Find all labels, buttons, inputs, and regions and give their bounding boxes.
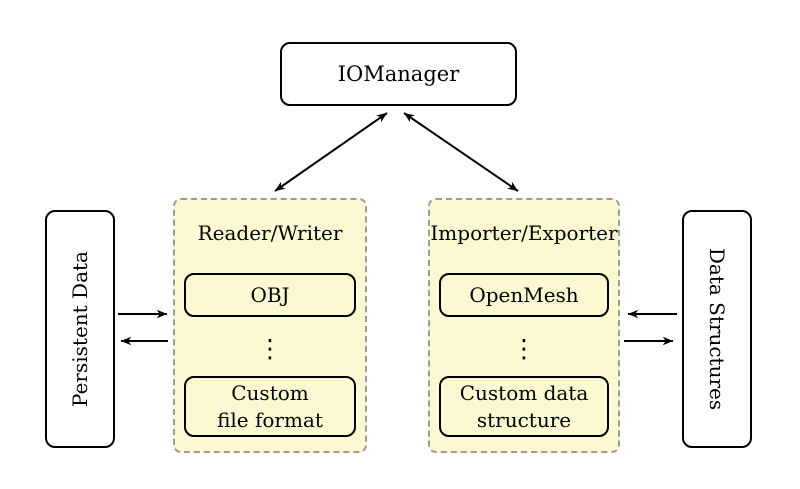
arrow-manager-readerwriter (274, 112, 388, 192)
custom-file-format-line1: Custom (231, 381, 309, 406)
persistent-data-label: Persistent Data (68, 251, 93, 407)
custom-data-structure-line2: structure (476, 407, 572, 432)
reader-writer-panel: Reader/Writer OBJ ⋮ Custom file format (173, 198, 367, 453)
reader-writer-ellipsis: ⋮ (257, 334, 283, 363)
custom-file-format-line2: file format (217, 407, 323, 432)
custom-file-format-node: Custom file format (184, 376, 356, 437)
reader-writer-title: Reader/Writer (197, 221, 343, 245)
custom-data-structure-node: Custom data structure (439, 376, 609, 437)
data-structures-label: Data Structures (705, 247, 729, 411)
iomanager-node: IOManager (280, 42, 517, 106)
custom-data-structure-line1: Custom data (459, 381, 589, 406)
arrow-manager-importerexporter (403, 112, 519, 192)
obj-label: OBJ (250, 282, 290, 307)
importer-exporter-title: Importer/Exporter (430, 221, 618, 245)
openmesh-label: OpenMesh (469, 282, 579, 307)
obj-node: OBJ (184, 273, 356, 317)
persistent-data-node: Persistent Data (45, 210, 115, 448)
iomanager-label: IOManager (337, 62, 460, 86)
openmesh-node: OpenMesh (439, 273, 609, 317)
importer-exporter-panel: Importer/Exporter OpenMesh ⋮ Custom data… (428, 198, 620, 453)
data-structures-node: Data Structures (682, 210, 752, 448)
importer-exporter-ellipsis: ⋮ (511, 334, 537, 363)
